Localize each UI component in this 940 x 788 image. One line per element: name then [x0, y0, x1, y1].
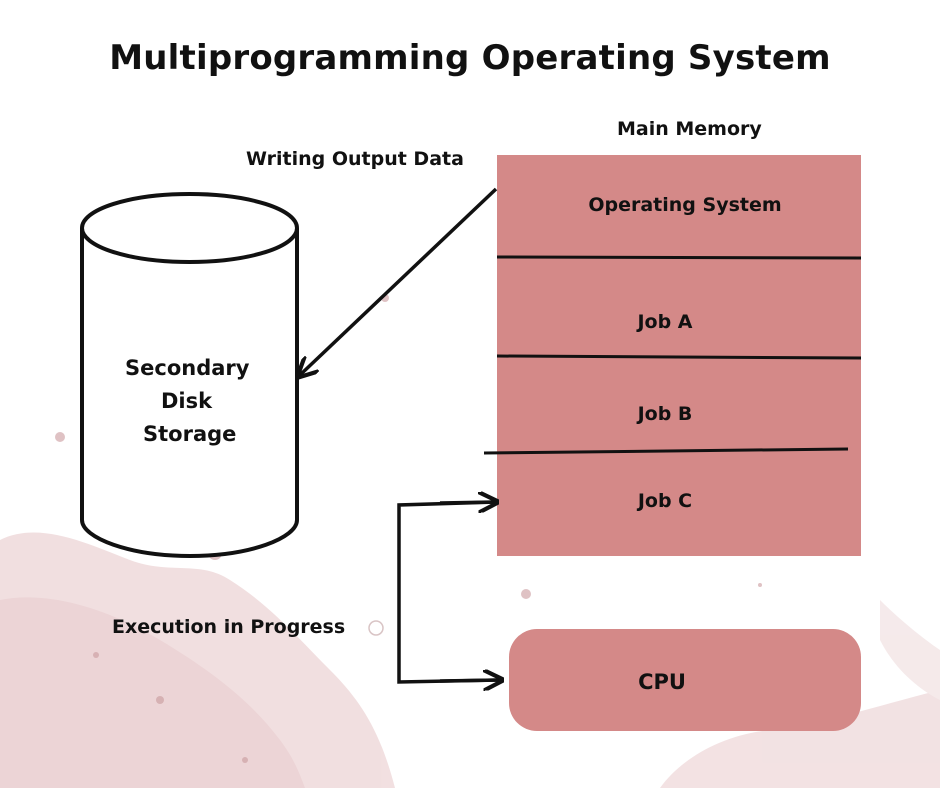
watercolor-stain-right [660, 600, 940, 788]
watercolor-stain-left [0, 532, 395, 788]
main-memory-heading: Main Memory [617, 118, 762, 140]
cpu-block [509, 629, 861, 731]
diagram-title: Multiprogramming Operating System [109, 38, 831, 78]
disk-label-line-2: Disk [161, 389, 213, 413]
disk-label-line-3: Storage [143, 422, 237, 446]
writing-output-label: Writing Output Data [246, 148, 464, 170]
cpu-label: CPU [638, 670, 686, 694]
disk-label: Secondary Disk Storage [112, 352, 262, 451]
writing-output-arrow [300, 187, 498, 375]
execution-label: Execution in Progress [112, 616, 346, 638]
main-memory-block [483, 155, 862, 556]
execution-marker-dot [368, 620, 384, 636]
disk-cylinder [80, 192, 299, 559]
memory-segment-job-a: Job A [637, 311, 693, 333]
execution-bracket [397, 502, 500, 682]
memory-segment-operating-system: Operating System [588, 194, 782, 216]
disk-label-line-1: Secondary [125, 356, 250, 380]
memory-segment-job-c: Job C [637, 490, 693, 512]
memory-segment-job-b: Job B [637, 403, 693, 425]
